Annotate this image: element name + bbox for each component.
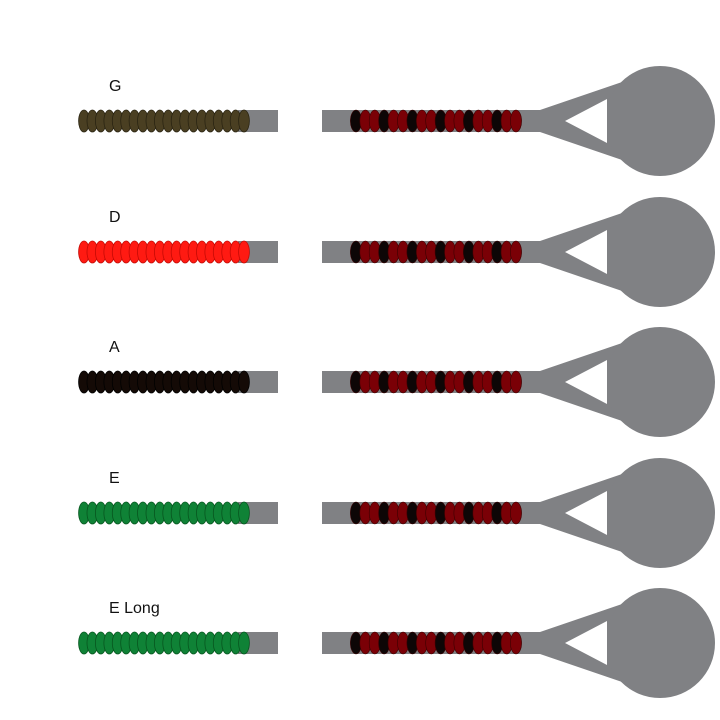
winding-turn: [238, 109, 250, 133]
string-row: E Long: [78, 588, 715, 698]
ball-loop-gap: [565, 230, 607, 274]
ball-end: [605, 458, 715, 568]
ball-end: [605, 197, 715, 307]
ball-loop-gap: [565, 491, 607, 535]
ball-loop-gap: [565, 621, 607, 665]
winding-turn: [238, 370, 250, 394]
bead-red: [510, 501, 522, 525]
winding-turn: [238, 240, 250, 264]
winding-turn: [238, 501, 250, 525]
string-label: G: [109, 78, 121, 95]
winding-turn: [238, 631, 250, 655]
string-row: A: [78, 327, 715, 437]
string-row: E: [78, 458, 715, 568]
ball-end: [605, 327, 715, 437]
ball-end: [605, 66, 715, 176]
string-label: A: [109, 339, 120, 356]
ball-end: [605, 588, 715, 698]
ball-loop-gap: [565, 360, 607, 404]
bead-red: [510, 109, 522, 133]
string-label: E: [109, 470, 120, 487]
string-row: D: [78, 197, 715, 307]
string-label: E Long: [109, 600, 160, 617]
bead-red: [510, 370, 522, 394]
string-row: G: [78, 66, 715, 176]
string-label: D: [109, 209, 121, 226]
bead-red: [510, 240, 522, 264]
bead-red: [510, 631, 522, 655]
ball-loop-gap: [565, 99, 607, 143]
